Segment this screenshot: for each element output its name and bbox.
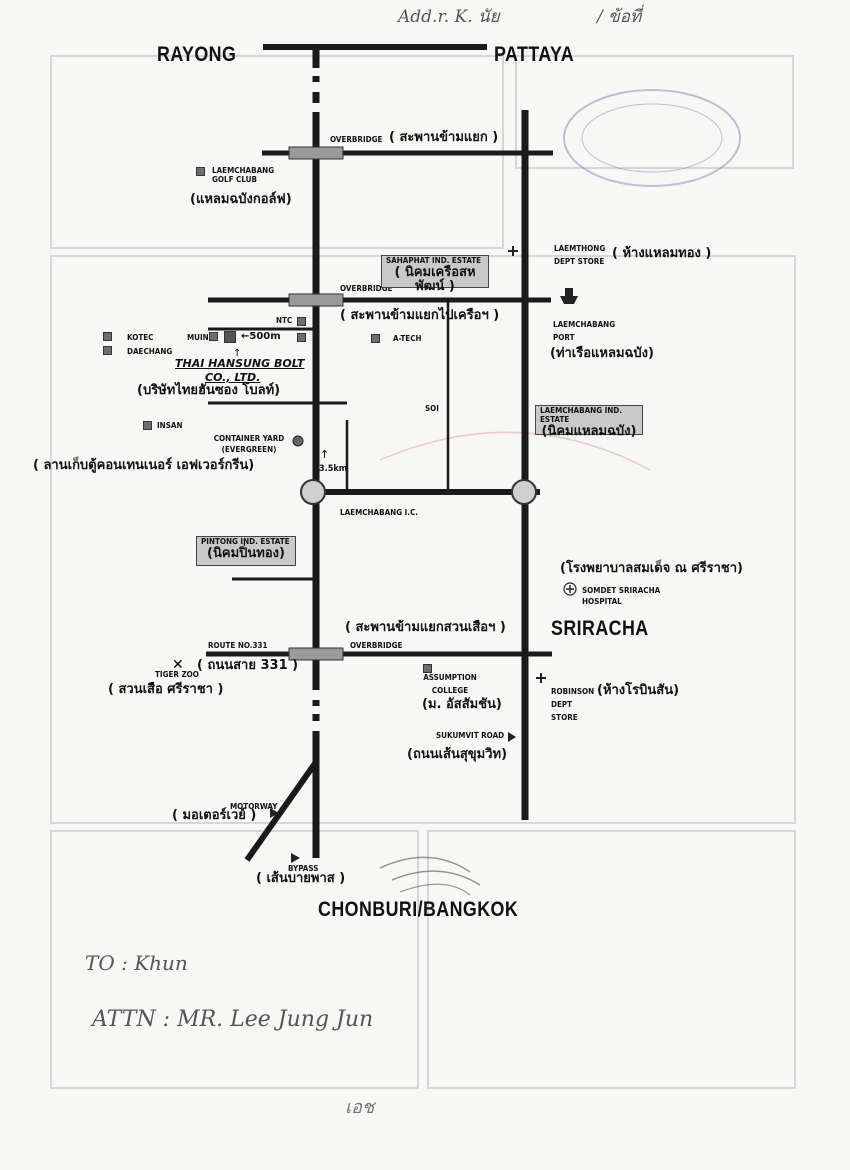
assumption-marker — [423, 664, 432, 673]
company-marker — [224, 331, 236, 343]
sahaphat-estate-box: SAHAPHAT IND. ESTATE ( นิคมเครือสหพัฒน์ … — [381, 255, 489, 294]
port-en: LAEMCHABANG PORT — [553, 320, 616, 342]
pintong-estate-en: PINTONG IND. ESTATE — [201, 537, 290, 546]
handwritten-attn: ATTN : MR. Lee Jung Jun — [92, 1007, 374, 1032]
bypass-th: ( เส้นบายพาส ) — [256, 871, 346, 886]
golf-club-th: (แหลมฉบังกอล์ฟ) — [190, 192, 292, 207]
handwritten-to: TO : Khun — [85, 951, 188, 975]
pintong-estate-box: PINTONG IND. ESTATE (นิคมปิ่นทอง) — [196, 536, 296, 566]
faded-stamp — [563, 89, 741, 187]
bridge-1 — [288, 146, 344, 160]
somdet-hospital-en: SOMDET SRIRACHA HOSPITAL — [582, 586, 661, 606]
distance-500m: ←500m — [241, 331, 281, 342]
city-sriracha: SRIRACHA — [551, 617, 649, 640]
handwritten-note-top-right: / ข้อที่ — [597, 7, 642, 27]
golf-club-en: LAEMCHABANG GOLF CLUB — [212, 166, 275, 184]
background-form-bottom-left — [50, 830, 419, 1089]
bridges — [288, 146, 344, 661]
container-yard-en: CONTAINER YARD (EVERGREEN) — [213, 434, 285, 454]
atech-marker — [371, 334, 380, 343]
somdet-hospital-th: (โรงพยาบาลสมเด็จ ณ ศรีราชา) — [560, 561, 743, 576]
tiger-zoo-marker: ✕ — [172, 657, 184, 673]
hospital-cross-icon — [563, 582, 577, 596]
daechang-label: DAECHANG — [127, 347, 173, 356]
assumption-th: (ม. อัสสัมชัน) — [422, 697, 502, 712]
company-name-th: (บริษัทไทยฮันซอง โบลท์) — [137, 383, 281, 398]
city-chonburi-bangkok: CHONBURI/BANGKOK — [318, 898, 519, 921]
route331-en: ROUTE NO.331 — [208, 641, 268, 650]
bypass-arrow — [291, 853, 300, 863]
roundabout-right — [511, 479, 537, 505]
overbridge-3-en: OVERBRIDGE — [350, 641, 403, 650]
container-yard-dot — [292, 435, 304, 447]
insan-marker — [143, 421, 152, 430]
handwritten-number: เอช — [345, 1097, 375, 1118]
background-form-stamp — [515, 55, 794, 169]
motorway-th: ( มอเตอร์เวย์ ) — [172, 808, 257, 823]
muin-label: MUIN — [187, 333, 209, 342]
laemchabang-ic: LAEMCHABANG I.C. — [340, 508, 419, 517]
background-form-bottom-right — [427, 830, 796, 1089]
company-name-line2: CO., LTD. — [205, 371, 261, 384]
bridge-3 — [288, 647, 344, 661]
kotec-marker — [103, 332, 112, 341]
handwritten-note-top: Add.r. K. นัย — [398, 7, 500, 27]
overbridge-2-en: OVERBRIDGE — [340, 284, 393, 293]
sukumvit-arrow — [508, 732, 516, 742]
laemthong-th: ( ห้างแหลมทอง ) — [612, 246, 712, 261]
muin-marker — [209, 332, 218, 341]
route331-th: ( ถนนสาย 331 ) — [197, 658, 299, 673]
bypass-en: BYPASS — [288, 864, 319, 873]
overbridge-1-en: OVERBRIDGE — [330, 135, 383, 144]
city-pattaya: PATTAYA — [494, 43, 575, 66]
atech-label: A-TECH — [393, 334, 422, 343]
motorway-en: MOTORWAY — [230, 802, 278, 811]
up-arrow-35: ↑ — [320, 448, 329, 461]
city-rayong: RAYONG — [157, 43, 237, 66]
sukumvit-en: SUKUMVIT ROAD — [436, 731, 505, 740]
roundabouts — [300, 479, 537, 505]
company-name-line1: THAI HANSUNG BOLT — [175, 357, 305, 370]
daechang-marker — [103, 346, 112, 355]
container-yard-th: ( ลานเก็บตู้คอนเทนเนอร์ เอฟเวอร์กรีน) — [33, 458, 255, 473]
ship-icon — [560, 288, 578, 304]
overbridge-1-th: ( สะพานข้ามแยก ) — [389, 130, 499, 145]
laem-estate-th: (นิคมแหลมฉบัง) — [541, 423, 637, 439]
port-th: (ท่าเรือแหลมฉบัง) — [550, 346, 654, 361]
sukumvit-th: (ถนนเส้นสุขุมวิท) — [407, 747, 508, 762]
robinson-en: ROBINSON DEPT STORE — [551, 687, 595, 722]
laemthong-store-icon — [508, 246, 518, 256]
soi-label: SOI — [425, 404, 439, 413]
robinson-th: (ห้างโรบินสัน) — [597, 683, 680, 698]
laem-estate-en: LAEMCHABANG IND. ESTATE — [540, 406, 623, 424]
ntc-marker-2 — [297, 333, 306, 342]
sahaphat-estate-th: ( นิคมเครือสหพัฒน์ ) — [394, 264, 476, 295]
markers: ✕ ↑ ↑ — [172, 246, 578, 863]
sahaphat-estate-en: SAHAPHAT IND. ESTATE — [386, 256, 482, 265]
bridge-2 — [288, 293, 344, 307]
distance-35km: 3.5km — [319, 464, 348, 474]
ntc-marker — [297, 317, 306, 326]
laemthong-en: LAEMTHONG DEPT STORE — [554, 244, 606, 266]
red-stamp-curve — [379, 431, 651, 471]
overbridge-2-th: ( สะพานข้ามแยกไปเครือฯ ) — [340, 308, 500, 323]
roundabout-left — [300, 479, 326, 505]
kotec-label: KOTEC — [127, 333, 154, 342]
road-motorway — [244, 760, 319, 862]
tigerzoo-en: TIGER ZOO — [155, 670, 199, 679]
up-arrow-company: ↑ — [233, 348, 241, 359]
logo-swoosh-icon — [379, 856, 481, 896]
motorway-arrow — [270, 808, 279, 818]
ntc-label: NTC — [276, 316, 293, 325]
laem-estate-box: LAEMCHABANG IND. ESTATE (นิคมแหลมฉบัง) — [535, 405, 643, 438]
pintong-estate-th: (นิคมปิ่นทอง) — [207, 545, 285, 561]
golf-club-marker — [196, 167, 205, 176]
assumption-en: ASSUMPTION COLLEGE — [423, 673, 477, 695]
insan-label: INSAN — [157, 421, 183, 430]
overbridge-3-th: ( สะพานข้ามแยกสวนเสือฯ ) — [345, 620, 506, 635]
robinson-store-icon — [536, 673, 546, 683]
tigerzoo-th: ( สวนเสือ ศรีราชา ) — [108, 682, 224, 697]
